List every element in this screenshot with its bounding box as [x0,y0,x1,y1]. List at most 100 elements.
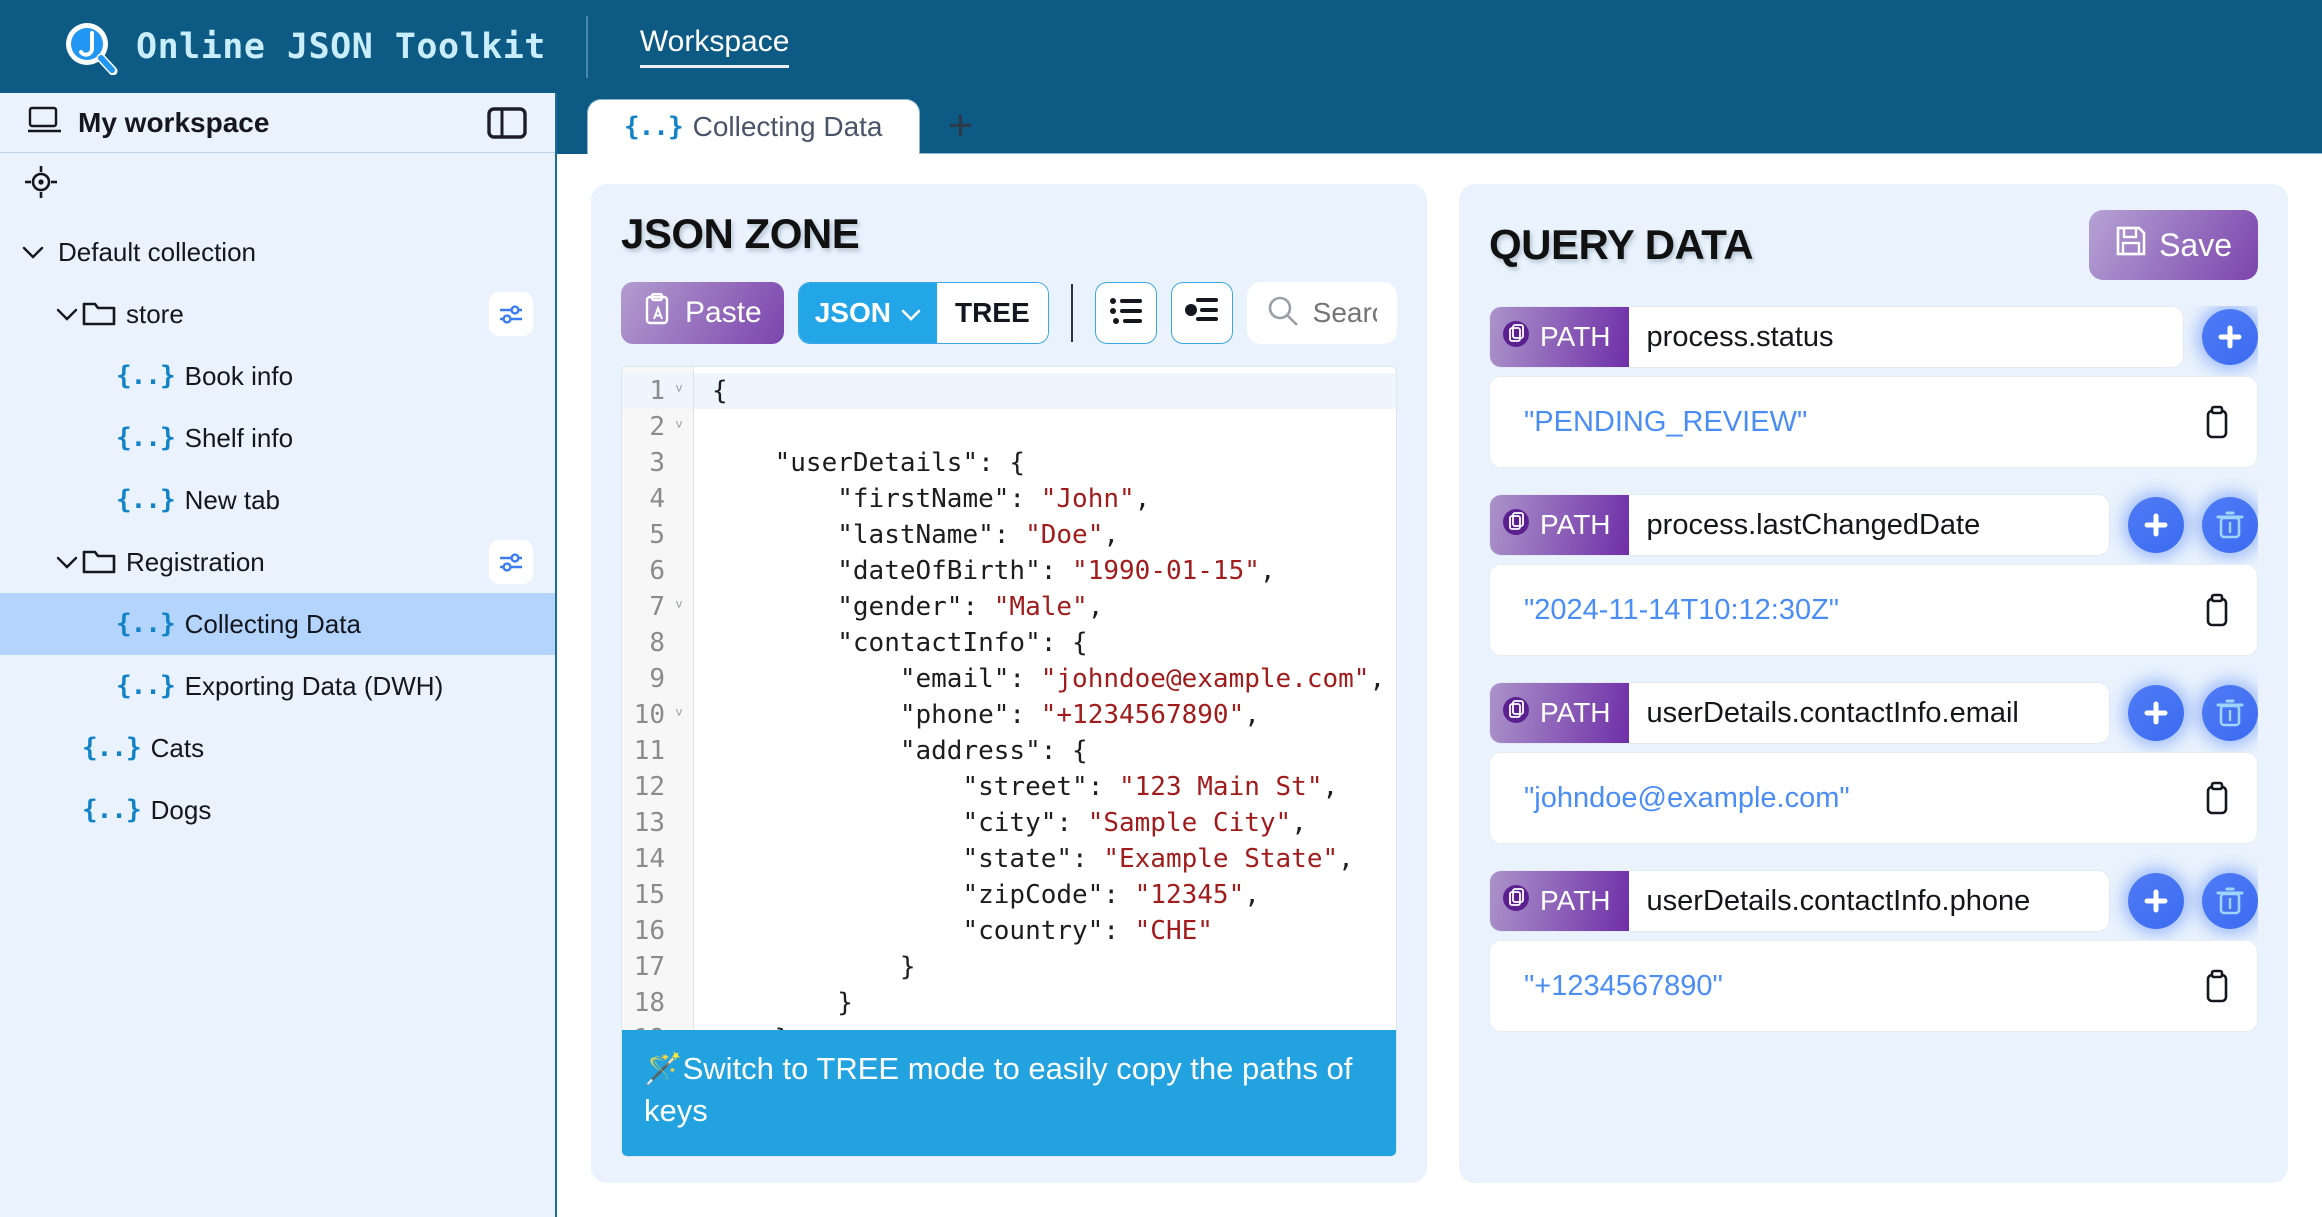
fold-toggle-icon[interactable]: ᵛ [672,379,686,403]
paste-button[interactable]: Paste [621,282,784,344]
nav-workspace[interactable]: Workspace [639,25,790,68]
tab-bar-filler [1001,153,2322,154]
gutter-line: 14 [622,841,693,877]
gutter-line: 8 [622,625,693,661]
gutter-line: 4 [622,481,693,517]
toolbar-divider [1070,284,1073,342]
add-path-button[interactable] [2128,497,2184,553]
mode-json-label: JSON [814,297,891,328]
fold-toggle-icon[interactable]: ᵛ [672,415,686,439]
delete-path-button[interactable] [2202,873,2258,929]
tree-item-dogs[interactable]: {..}Dogs [0,779,555,841]
tree-item-shelf-info[interactable]: {..}Shelf info [0,407,555,469]
path-badge[interactable]: PATH [1490,495,1629,555]
workspace-header: My workspace [0,93,555,153]
toast-text: Switch to TREE mode to easily copy the p… [644,1051,1353,1129]
tab-label: Collecting Data [692,111,883,142]
list-view-button[interactable] [1094,282,1157,344]
path-badge[interactable]: PATH [1490,307,1629,367]
add-tab-button[interactable]: + [919,99,1002,154]
view-mode-switch: JSON TREE [797,282,1049,344]
mode-tree-button[interactable]: TREE [936,283,1048,343]
json-zone-header: JSON ZONE [621,210,1397,258]
copy-value-icon[interactable] [2203,969,2231,1003]
folder-icon [82,548,116,576]
save-label: Save [2159,226,2232,263]
copy-value-icon[interactable] [2203,781,2231,815]
line-number: 6 [649,556,665,586]
chevron-down-icon[interactable] [52,555,82,570]
delete-path-button[interactable] [2202,497,2258,553]
gutter-line: 12 [622,769,693,805]
query-result-value: "johndoe@example.com" [1524,781,1850,814]
folder-settings-icon[interactable] [489,540,533,584]
add-path-button[interactable] [2202,309,2258,365]
line-number: 3 [649,448,665,478]
code-line: { [694,373,1396,409]
mode-json-button[interactable]: JSON [798,283,937,343]
search-json-box[interactable] [1246,282,1397,344]
line-number: 12 [633,772,665,802]
search-input[interactable] [1312,297,1377,329]
json-toolbar: Paste JSON TREE [621,282,1397,344]
code-line: "contactInfo": { [837,628,1088,658]
tree-item-book-info[interactable]: {..}Book info [0,345,555,407]
path-badge-label: PATH [1540,697,1611,728]
chevron-down-icon[interactable] [18,245,48,260]
tree-item-store[interactable]: store [0,283,555,345]
tab-collecting-data[interactable]: {..} Collecting Data [587,99,920,154]
add-path-button[interactable] [2128,685,2184,741]
tree-item-exporting-data-dwh[interactable]: {..}Exporting Data (DWH) [0,655,555,717]
code-line: "country": "CHE" [962,916,1213,946]
workspace-title: My workspace [78,106,270,138]
tree-item-label: Cats [150,732,205,763]
tree-item-cats[interactable]: {..}Cats [0,717,555,779]
query-value-box: "johndoe@example.com" [1489,752,2258,844]
tree-item-registration[interactable]: Registration [0,531,555,593]
tree-item-default-collection[interactable]: Default collection [0,221,555,283]
folder-icon [82,300,116,328]
sidebar-toolbar [0,153,555,215]
tree-item-collecting-data[interactable]: {..}Collecting Data [0,593,555,655]
fold-toggle-icon[interactable]: ᵛ [672,703,686,727]
toggle-sidebar-icon[interactable] [487,106,527,140]
copy-value-icon[interactable] [2203,593,2231,627]
brand: Online JSON Toolkit [0,19,546,75]
add-path-button[interactable] [2128,873,2184,929]
json-braces-icon: {..} [624,112,684,142]
delete-path-button[interactable] [2202,685,2258,741]
chevron-down-icon [901,297,921,329]
fold-toggle-icon[interactable]: ᵛ [672,595,686,619]
tree-item-new-tab[interactable]: {..}New tab [0,469,555,531]
copy-value-icon[interactable] [2203,405,2231,439]
app-logo-icon [62,19,118,75]
chevron-down-icon[interactable] [52,307,82,322]
bullet-list-icon [1109,296,1143,331]
json-braces-icon: {..} [116,423,176,453]
detail-view-button[interactable] [1170,282,1233,344]
json-editor[interactable]: 1ᵛ2ᵛ34567ᵛ8910ᵛ111213141516171819 { "use… [621,366,1397,1157]
path-badge[interactable]: PATH [1490,683,1629,743]
path-badge[interactable]: PATH [1490,871,1629,931]
line-number: 9 [649,664,665,694]
gutter-line: 11 [622,733,693,769]
gutter-line: 5 [622,517,693,553]
line-number: 5 [649,520,665,550]
json-braces-icon: {..} [116,609,176,639]
target-icon[interactable] [14,165,68,204]
save-button[interactable]: Save [2089,210,2258,280]
copy-path-icon [1502,507,1530,544]
folder-settings-icon[interactable] [489,292,533,336]
path-badge-label: PATH [1540,509,1611,540]
